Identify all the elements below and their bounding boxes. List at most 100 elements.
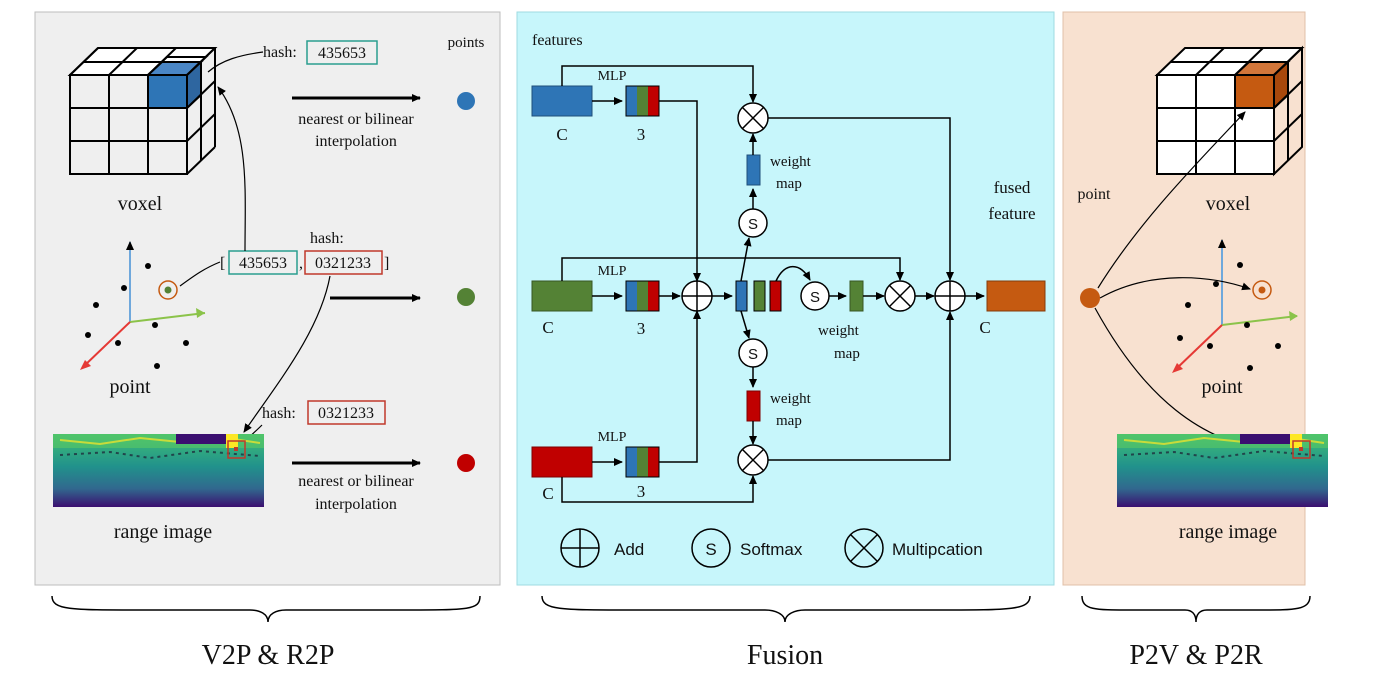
svg-text:S: S — [810, 289, 820, 306]
interp-top-1: nearest or bilinear — [298, 111, 414, 128]
target-point-ring — [1252, 280, 1272, 300]
c-label-2: C — [542, 318, 553, 337]
hash-point-box-1 — [228, 250, 298, 275]
interp-bot-2: interpolation — [315, 496, 397, 513]
fused-label-2: feature — [988, 204, 1035, 223]
interp-top-2: interpolation — [315, 133, 397, 150]
voxel-grid-right — [1154, 45, 1305, 177]
hash-point-open: [ — [220, 255, 225, 272]
range-label-left: range image — [114, 521, 212, 543]
hash-to-range-arrow — [243, 275, 331, 433]
hash-point-close: ] — [384, 255, 389, 272]
brace-right — [1081, 595, 1311, 623]
three-label-3: 3 — [637, 482, 646, 501]
softmax-mid: S — [800, 281, 830, 311]
points-label: points — [448, 35, 485, 51]
hash-range-prefix: hash: — [262, 405, 296, 422]
legend-softmax-icon: S — [691, 528, 731, 568]
point-cloud-left — [85, 263, 189, 369]
axes-right — [1172, 239, 1298, 373]
weight-map-blue — [746, 154, 761, 186]
legend-softmax-label: Softmax — [740, 540, 803, 559]
fusion-panel — [516, 11, 1055, 586]
hash-voxel-value: 435653 — [318, 45, 366, 62]
fused-label-1: fused — [994, 178, 1031, 197]
hash-point-title: hash: — [310, 230, 344, 247]
weight-map-green — [849, 280, 864, 312]
features-label: features — [532, 32, 583, 49]
point-label-right: point — [1201, 376, 1243, 398]
point-to-hash-connector — [179, 261, 221, 287]
map-label-1: map — [776, 176, 802, 192]
c-label-3: C — [542, 484, 553, 503]
brace-left — [51, 595, 481, 623]
blue-point — [457, 92, 475, 110]
voxel-label-left: voxel — [118, 193, 163, 215]
final-add-node — [934, 280, 966, 312]
legend-mult-icon — [844, 528, 884, 568]
legend-add-icon — [560, 528, 600, 568]
source-point — [1080, 288, 1100, 308]
concat-weights — [735, 280, 782, 312]
caption-right: P2V & P2R — [1129, 640, 1263, 671]
feature-green — [531, 280, 593, 312]
caption-middle: Fusion — [747, 640, 823, 671]
range-image-left — [53, 434, 264, 507]
point-label-left: point — [109, 376, 151, 398]
feature-blue — [531, 85, 593, 117]
voxel-grid-left — [67, 47, 218, 175]
target-point — [1258, 286, 1266, 294]
svg-text:S: S — [748, 216, 758, 233]
mlp-label-3: MLP — [598, 430, 627, 445]
svg-text:S: S — [748, 346, 758, 363]
weight-map-red — [746, 390, 761, 422]
hash-point-sep: , — [299, 255, 303, 272]
fused-feature — [986, 280, 1046, 312]
axes-left — [80, 241, 206, 370]
hash-range-value: 0321233 — [318, 405, 374, 422]
three-label-2: 3 — [637, 319, 646, 338]
feature-red — [531, 446, 593, 478]
weight-label-2: weight — [818, 323, 860, 339]
map-label-2: map — [834, 346, 860, 362]
point-cloud-right — [1177, 262, 1281, 371]
interp-bot-1: nearest or bilinear — [298, 473, 414, 490]
mlp-out-2 — [625, 280, 660, 312]
mult-top — [737, 102, 769, 134]
green-point — [457, 288, 475, 306]
legend-mult-label: Multipcation — [892, 540, 983, 559]
mlp-label-1: MLP — [598, 69, 627, 84]
red-point — [457, 454, 475, 472]
hash-range-box — [307, 400, 386, 425]
caption-left: V2P & R2P — [202, 640, 335, 671]
mlp-out-1 — [625, 85, 660, 117]
point-to-voxel-arrow — [217, 86, 246, 252]
mlp-out-3 — [625, 446, 660, 478]
hash-voxel-prefix: hash: — [263, 44, 297, 61]
map-label-3: map — [776, 413, 802, 429]
add-node — [681, 280, 713, 312]
point-to-cloud-right — [1099, 277, 1251, 299]
hash-point-value-2: 0321233 — [315, 255, 371, 272]
hash-point-value-1: 435653 — [239, 255, 287, 272]
voxel-label-right: voxel — [1206, 193, 1251, 215]
svg-text:S: S — [705, 540, 716, 559]
voxel-hash-connector — [207, 51, 264, 73]
three-label-1: 3 — [637, 125, 646, 144]
range-image-right — [1117, 434, 1328, 507]
softmax-bot: S — [738, 338, 768, 368]
query-point-ring — [158, 280, 178, 300]
hash-point-box-2 — [304, 250, 383, 275]
brace-middle — [541, 595, 1031, 623]
weight-label-1: weight — [770, 154, 812, 170]
mlp-label-2: MLP — [598, 264, 627, 279]
legend-add-label: Add — [614, 540, 644, 559]
query-point — [164, 286, 172, 294]
range-label-right: range image — [1179, 521, 1277, 543]
weight-label-3: weight — [770, 391, 812, 407]
softmax-top: S — [738, 208, 768, 238]
hash-voxel-box — [306, 40, 378, 65]
point-to-voxel-right — [1097, 111, 1246, 289]
mult-mid — [884, 280, 916, 312]
